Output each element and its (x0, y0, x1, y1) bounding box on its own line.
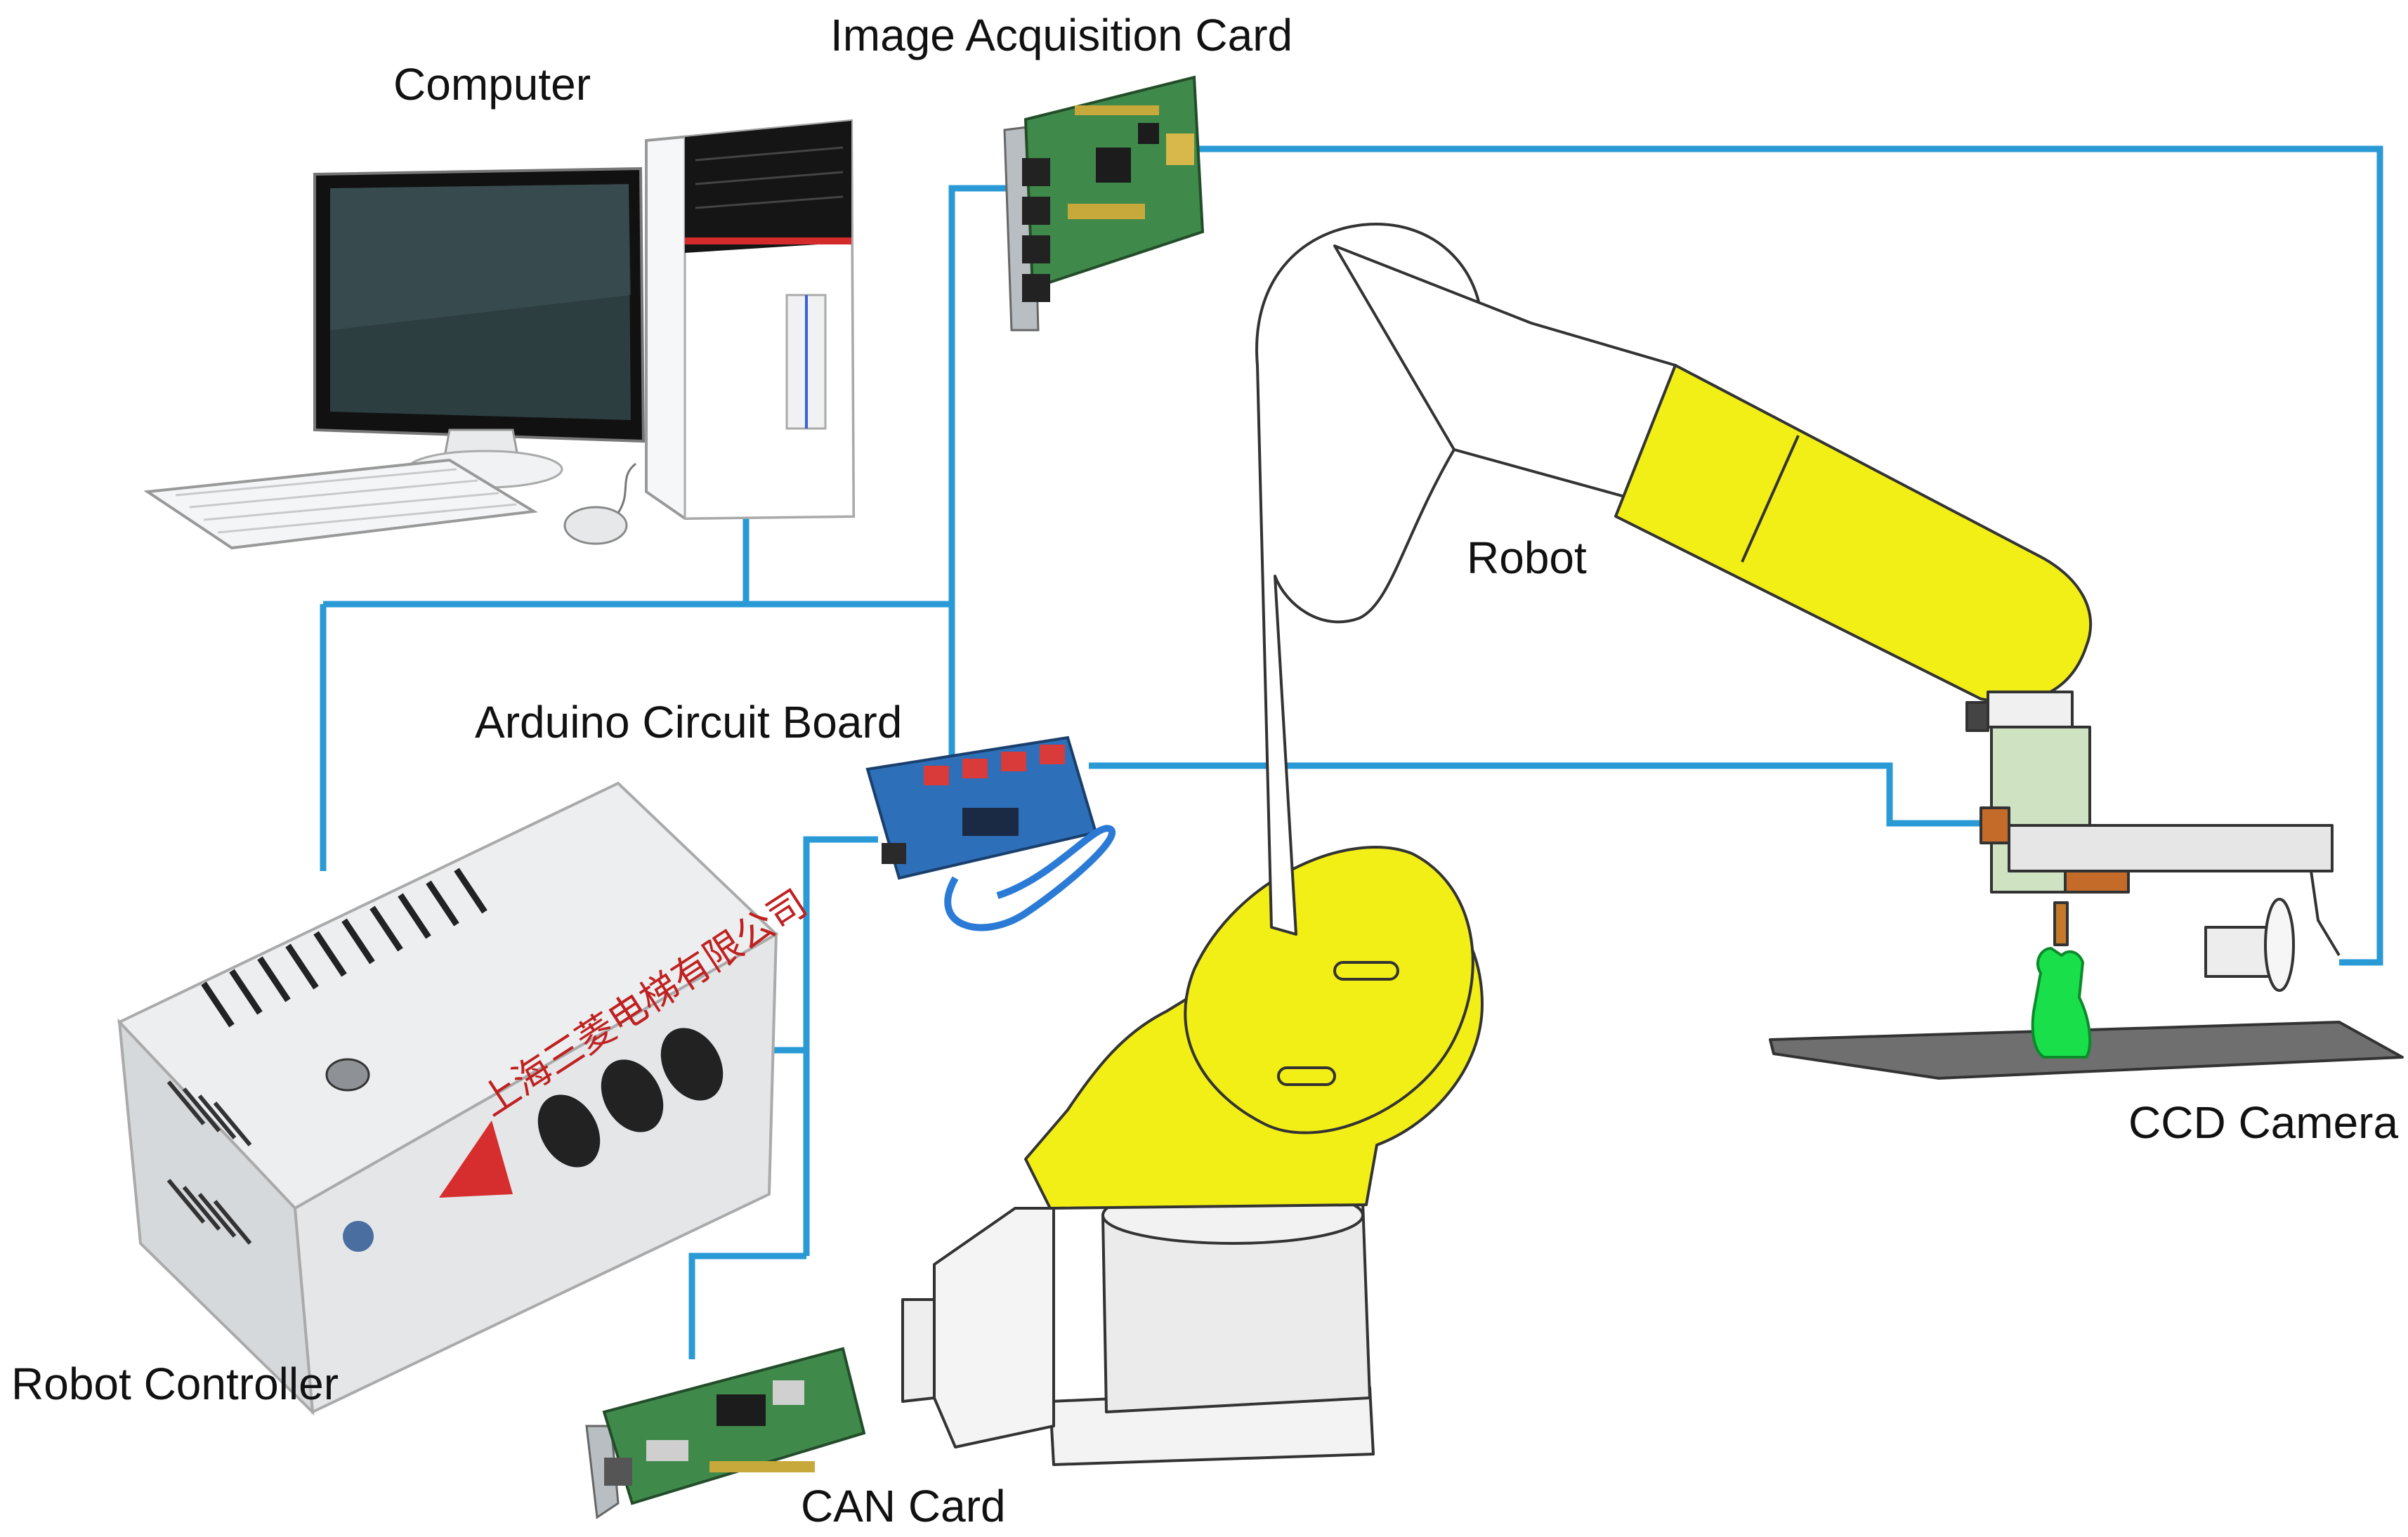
arduino-circuit-board (865, 735, 1115, 931)
tower-red-stripe (685, 237, 851, 244)
controller-logo (439, 1120, 513, 1198)
can-card (585, 1347, 866, 1519)
controller-side (293, 931, 778, 1415)
arduino-usb-cable (944, 825, 1115, 931)
controller-front-vents (166, 1080, 252, 1245)
cable-can-card (688, 1253, 806, 1359)
controller-port-2 (601, 1059, 664, 1132)
computer (143, 119, 856, 550)
controller-port-3 (660, 1028, 724, 1101)
tower-vent (685, 121, 851, 253)
ccd-camera (2204, 926, 2270, 978)
cable-ccd-camera (1194, 145, 2383, 966)
green-figurine (2031, 947, 2092, 1059)
can-card-bracket (585, 1425, 620, 1519)
label-robot: Robot (1467, 532, 1587, 583)
cable-image-card (948, 185, 1012, 762)
keyboard (143, 458, 538, 550)
label-image-acquisition-card: Image Acquisition Card (830, 10, 1293, 60)
cable-network (320, 145, 2383, 1359)
robot-wrist (1987, 691, 2074, 728)
label-ccd-camera: CCD Camera (2128, 1097, 2399, 1148)
label-can-card: CAN Card (801, 1481, 1006, 1531)
mouse (563, 506, 628, 545)
cable-arduino-bus (803, 836, 878, 1256)
controller-port-1 (537, 1094, 601, 1168)
controller-top-vents (201, 868, 488, 1028)
label-robot-controller: Robot Controller (11, 1359, 339, 1409)
robot-shoulder-disc (1184, 846, 1474, 1134)
robot-rail (2008, 824, 2334, 872)
robot-controller: 上海三菱电梯有限公司 (117, 781, 815, 1416)
controller-key-switch (325, 1058, 370, 1092)
robot-forearm (1614, 364, 2093, 703)
label-computer: Computer (393, 59, 591, 110)
robot-arm (901, 223, 2404, 1466)
image-acquisition-card (1003, 75, 1205, 332)
label-arduino-circuit-board: Arduino Circuit Board (475, 697, 903, 747)
cable-arduino-robot (1089, 762, 1981, 827)
robot-base-motor (933, 1207, 1055, 1448)
